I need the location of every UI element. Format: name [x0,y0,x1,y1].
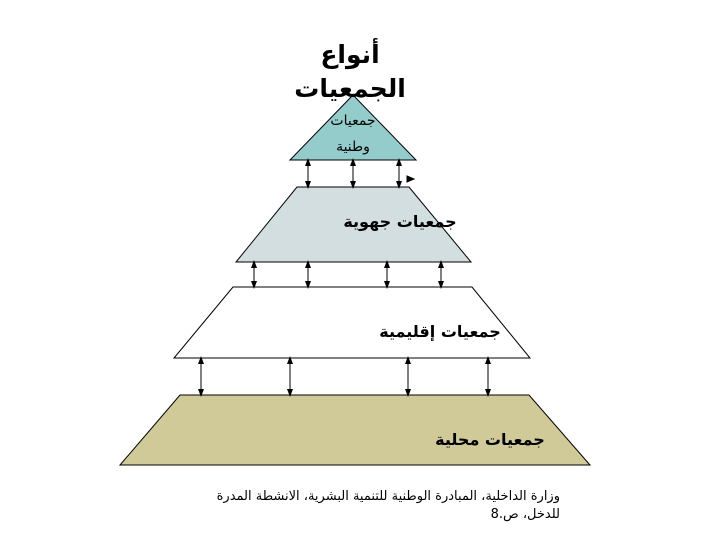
level-3-label: جمعيات إقليمية [379,322,501,341]
level-4-trapezoid [118,394,592,466]
level-2-label: جمعيات جهوية [343,212,457,231]
level-1-label: جمعيات وطنية [330,113,376,155]
diagram-title: أنواع الجمعيات [294,40,406,103]
connector-arrows [198,158,491,397]
level-4-label: جمعيات محلية [435,430,545,449]
level-3-trapezoid [172,286,532,359]
source-citation: وزارة الداخلية، المبادرة الوطنية للتنمية… [216,489,560,522]
level-2-trapezoid [234,186,473,263]
arrowhead [406,175,416,183]
